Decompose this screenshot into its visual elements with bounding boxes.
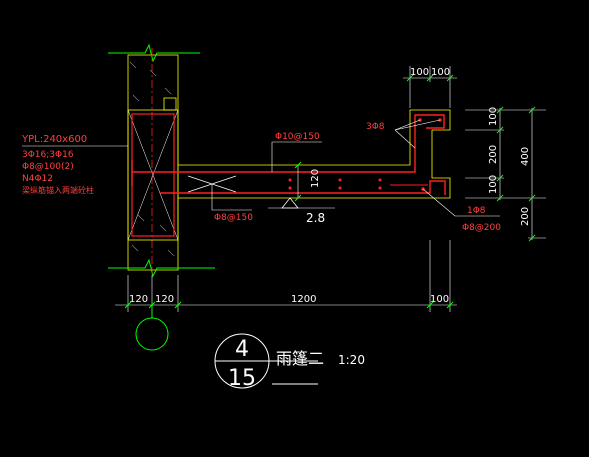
edge-single-label: 1Φ8 (467, 206, 486, 216)
beam-note-line5: 梁纵筋锚入两端砼柱 (22, 185, 94, 195)
detail-sheet: 15 (228, 366, 256, 391)
edge-single-leader (422, 188, 500, 217)
right-dim-1: 100 (488, 107, 499, 126)
detail-title-block: 4 15 雨篷二 1:20 (214, 333, 365, 391)
bottom-dimension: 120 120 1200 100 (115, 240, 457, 318)
bottom-dist-leader (211, 184, 252, 211)
rebar-annotations: Φ10@150 Φ8@150 3Φ8 1Φ8 Φ8@200 (211, 119, 501, 233)
wall-hatch (129, 61, 175, 257)
right-dim-total: 400 (520, 147, 531, 166)
beam-note-line1: YPL:240x600 (21, 134, 87, 145)
bottom-break-mark (108, 258, 215, 278)
top-break-mark (108, 43, 200, 63)
detail-number: 4 (235, 337, 249, 362)
elevation-marker: 2.8 (268, 197, 335, 225)
beam-outline (127, 109, 179, 241)
bottom-dim-3: 1200 (291, 294, 316, 305)
slab-rebar (131, 114, 446, 195)
edge-bars-leader-a (394, 119, 421, 131)
beam-note-line2: 3Φ16;3Φ16 (22, 150, 74, 160)
top-main-label: Φ10@150 (275, 132, 320, 142)
edge-bars-leader-c (394, 129, 416, 149)
right-dim-lower: 200 (520, 207, 531, 226)
right-dim-2: 200 (488, 145, 499, 164)
right-dimension: 100 200 100 400 200 (465, 106, 546, 242)
top-main-leader (271, 141, 322, 172)
top-main-bar (131, 114, 445, 186)
wall-section (108, 43, 215, 278)
beam-corner-notch (163, 97, 177, 111)
beam-note-line4: N4Φ12 (22, 174, 53, 184)
bottom-dim-2: 120 (155, 294, 174, 305)
axis-bubble (135, 317, 169, 351)
edge-bars-label: 3Φ8 (366, 122, 385, 132)
wall-outline (127, 54, 179, 271)
beam-note-line3: Φ8@100(2) (22, 162, 74, 172)
bottom-dist-label: Φ8@150 (214, 213, 253, 223)
slab-thickness-text: 120 (310, 169, 321, 188)
top-dim-1: 100 (410, 67, 429, 78)
right-dim-3: 100 (488, 175, 499, 194)
bottom-bar (160, 180, 446, 195)
beam-note: YPL:240x600 3Φ16;3Φ16 Φ8@100(2) N4Φ12 梁纵… (21, 134, 128, 195)
beam-cross-b (127, 109, 179, 241)
elevation-text: 2.8 (306, 211, 325, 225)
slab-thickness-dim: 120 (294, 161, 321, 202)
drawing-title: 雨篷二 (276, 349, 324, 368)
elevation-triangle (281, 197, 299, 209)
edge-bars-leader-b (394, 119, 441, 131)
edge-stirrup-label: Φ8@200 (462, 223, 501, 233)
ring-beam (127, 97, 179, 241)
bottom-dim-1: 120 (129, 294, 148, 305)
top-dim-2: 100 (431, 67, 450, 78)
drawing-scale: 1:20 (338, 353, 365, 367)
bottom-dim-4: 100 (430, 294, 449, 305)
slab-outline (178, 109, 451, 199)
top-dimension: 100 100 (403, 66, 457, 108)
